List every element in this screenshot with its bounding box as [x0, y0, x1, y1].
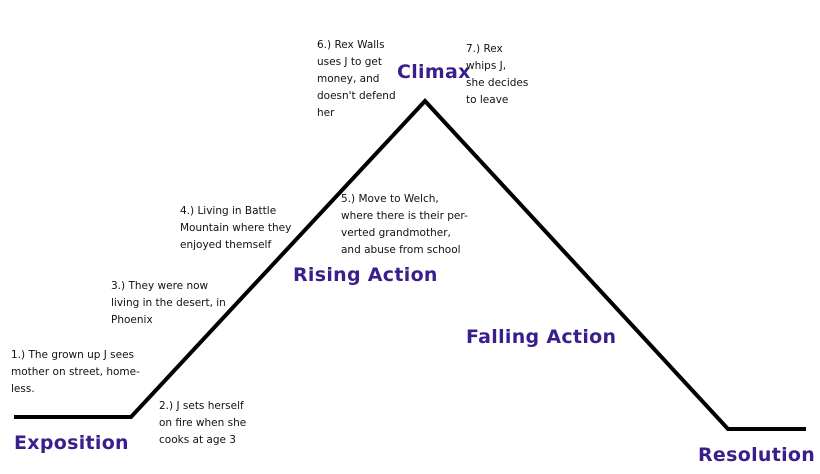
- event-line: where there is their per-: [341, 210, 468, 222]
- event-5-note: 5.) Move to Welch, where there is their …: [341, 191, 468, 259]
- event-line: 1.) The grown up J sees: [11, 349, 135, 361]
- plot-line: [14, 98, 806, 431]
- event-line: doesn't defend: [317, 90, 396, 102]
- event-line: 4.) Living in Battle: [180, 205, 277, 217]
- event-line: 2.) J sets herself: [159, 400, 244, 412]
- event-line: her: [317, 107, 335, 119]
- event-line: Mountain where they: [180, 222, 292, 234]
- event-line: uses J to get: [317, 56, 382, 68]
- event-line: 7.) Rex: [466, 43, 503, 55]
- event-line: verted grandmother,: [341, 227, 451, 239]
- event-line: and abuse from school: [341, 244, 461, 256]
- stage-rising-action: Rising Action: [293, 264, 438, 286]
- event-line: less.: [11, 383, 35, 395]
- event-line: 3.) They were now: [111, 280, 209, 292]
- stage-falling-action: Falling Action: [466, 326, 617, 348]
- event-line: to leave: [466, 94, 509, 106]
- event-line: cooks at age 3: [159, 434, 236, 446]
- event-line: on fire when she: [159, 417, 247, 429]
- event-line: whips J,: [466, 60, 507, 72]
- event-line: enjoyed themself: [180, 239, 272, 251]
- event-4-note: 4.) Living in Battle Mountain where they…: [180, 203, 291, 254]
- event-line: she decides: [466, 77, 529, 89]
- event-3-note: 3.) They were now living in the desert, …: [111, 278, 226, 329]
- stage-climax: Climax: [397, 61, 471, 83]
- event-line: Phoenix: [111, 314, 153, 326]
- event-7-note: 7.) Rex whips J, she decides to leave: [466, 41, 528, 109]
- event-line: mother on street, home-: [11, 366, 140, 378]
- event-line: living in the desert, in: [111, 297, 226, 309]
- event-2-note: 2.) J sets herself on fire when she cook…: [159, 398, 246, 449]
- event-6-note: 6.) Rex Walls uses J to get money, and d…: [317, 37, 396, 122]
- stage-resolution: Resolution: [698, 444, 816, 466]
- event-line: 5.) Move to Welch,: [341, 193, 439, 205]
- event-line: 6.) Rex Walls: [317, 39, 385, 51]
- stage-exposition: Exposition: [14, 432, 129, 454]
- event-line: money, and: [317, 73, 380, 85]
- event-1-note: 1.) The grown up J sees mother on street…: [11, 347, 140, 398]
